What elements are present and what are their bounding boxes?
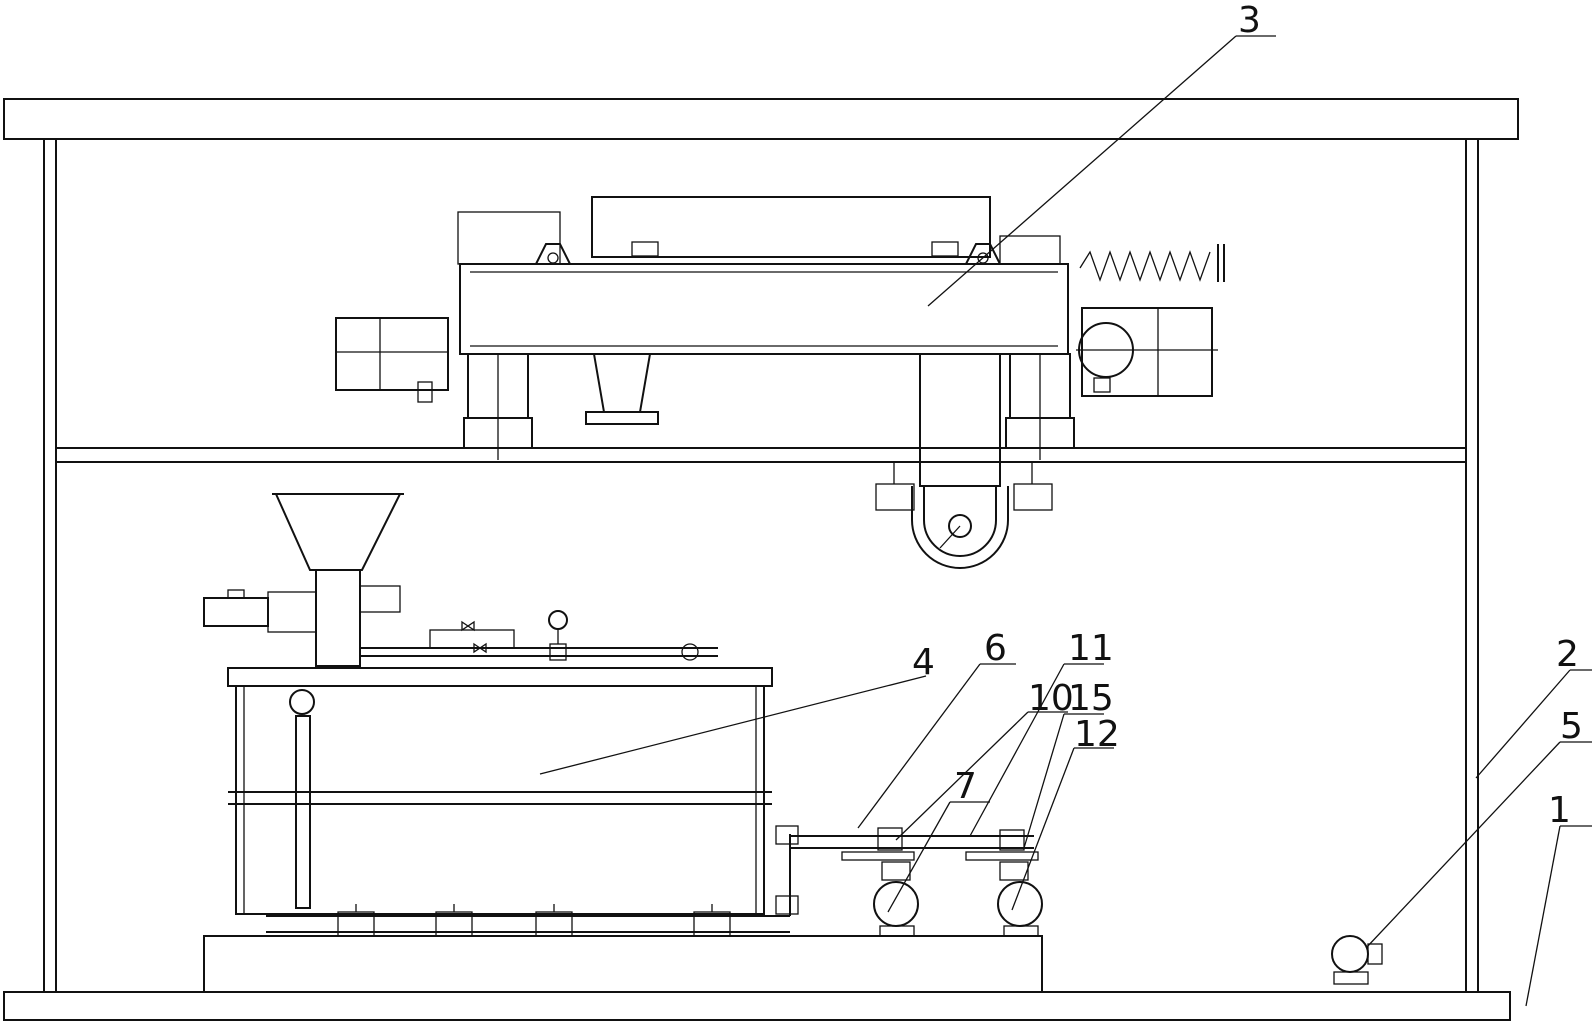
right-post bbox=[1465, 138, 1479, 993]
frame bbox=[3, 98, 1519, 1021]
base-beam bbox=[3, 991, 1511, 1021]
left-post bbox=[43, 138, 57, 993]
callout-1: 1 bbox=[1548, 790, 1571, 831]
mixing-tank bbox=[203, 667, 1043, 993]
middle-floor bbox=[55, 447, 1467, 463]
top-beam bbox=[3, 98, 1519, 140]
callout-11: 11 bbox=[1068, 628, 1114, 669]
small-pump bbox=[1331, 935, 1383, 985]
callout-7: 7 bbox=[954, 766, 977, 807]
centrifuge bbox=[335, 196, 1225, 569]
callout-3: 3 bbox=[1238, 0, 1261, 41]
callout-4: 4 bbox=[912, 642, 935, 683]
callout-15: 15 bbox=[1068, 678, 1114, 719]
callout-2: 2 bbox=[1556, 634, 1579, 675]
callout-10: 10 bbox=[1028, 678, 1074, 719]
leader-lines bbox=[539, 35, 1592, 1007]
pump-group bbox=[790, 827, 1043, 937]
callout-6: 6 bbox=[984, 628, 1007, 669]
callout-12: 12 bbox=[1074, 714, 1120, 755]
dosing-unit bbox=[203, 493, 718, 667]
callout-5: 5 bbox=[1560, 706, 1583, 747]
callout-numbers: 1 2 3 4 5 6 7 10 11 12 15 bbox=[912, 0, 1583, 831]
